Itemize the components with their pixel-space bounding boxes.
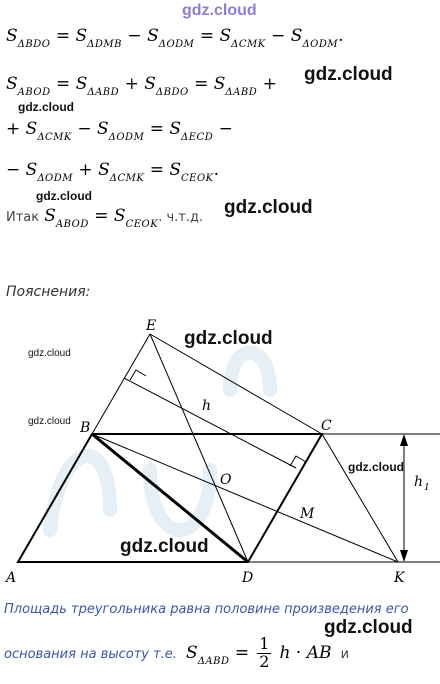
label-d: D [241,570,253,586]
segment-ec [149,333,323,435]
right-angle-mark-2 [289,455,307,467]
equation-line-2: SABOD = SΔABD + SΔBDO = SΔABD + [6,74,277,98]
arrow-head-down [400,550,408,562]
equation-line-5: Итак SABOD = SCEOK. ч.т.д. [6,206,204,230]
watermark-7: gdz.cloud [28,416,71,427]
segment-bk [91,433,399,563]
label-k: K [393,570,406,586]
watermark-6: gdz.cloud [28,348,71,359]
height-line-h [123,377,297,469]
footer-line-1: Площадь треугольника равна половине прои… [4,602,409,617]
watermark-10: gdz.cloud [324,617,413,638]
equation-line-3: + SΔCMK − SΔODM = SΔECD − [6,119,233,143]
segment-bd [91,432,249,564]
label-h1-sub: 1 [424,483,430,493]
label-m: M [299,506,315,522]
segment-ed [149,333,249,563]
watermark-4: gdz.cloud [224,197,313,218]
label-e: E [145,318,156,334]
watermark-1: gdz.cloud [304,64,393,85]
background-watermark-shape [43,345,277,537]
equation-line-1: SΔBDO = SΔDMB − SΔODM = SΔCMK − SΔODM. [6,26,344,50]
geometry-figure: E B C O M A D K h h 1 [4,318,440,586]
watermark-9: gdz.cloud [120,536,209,557]
watermark-top: gdz.cloud [182,2,257,19]
equation-line-4: − SΔODM + SΔCMK = SCEOK. [6,160,220,184]
watermark-5: gdz.cloud [184,328,273,349]
watermark-2: gdz.cloud [18,100,74,114]
label-a: A [4,570,16,586]
segment-dc [247,433,323,563]
label-c: C [321,418,332,434]
label-b: B [79,420,90,436]
watermark-8: gdz.cloud [348,460,404,474]
label-h: h [202,398,211,414]
label-o: O [220,472,232,488]
segment-eb [91,333,151,435]
label-h1: h [414,474,423,490]
watermark-3: gdz.cloud [36,189,92,203]
right-angle-mark-1 [129,369,147,381]
explanation-heading: Пояснения: [6,284,91,300]
arrow-head-up [400,434,408,446]
segment-ck [321,433,399,563]
